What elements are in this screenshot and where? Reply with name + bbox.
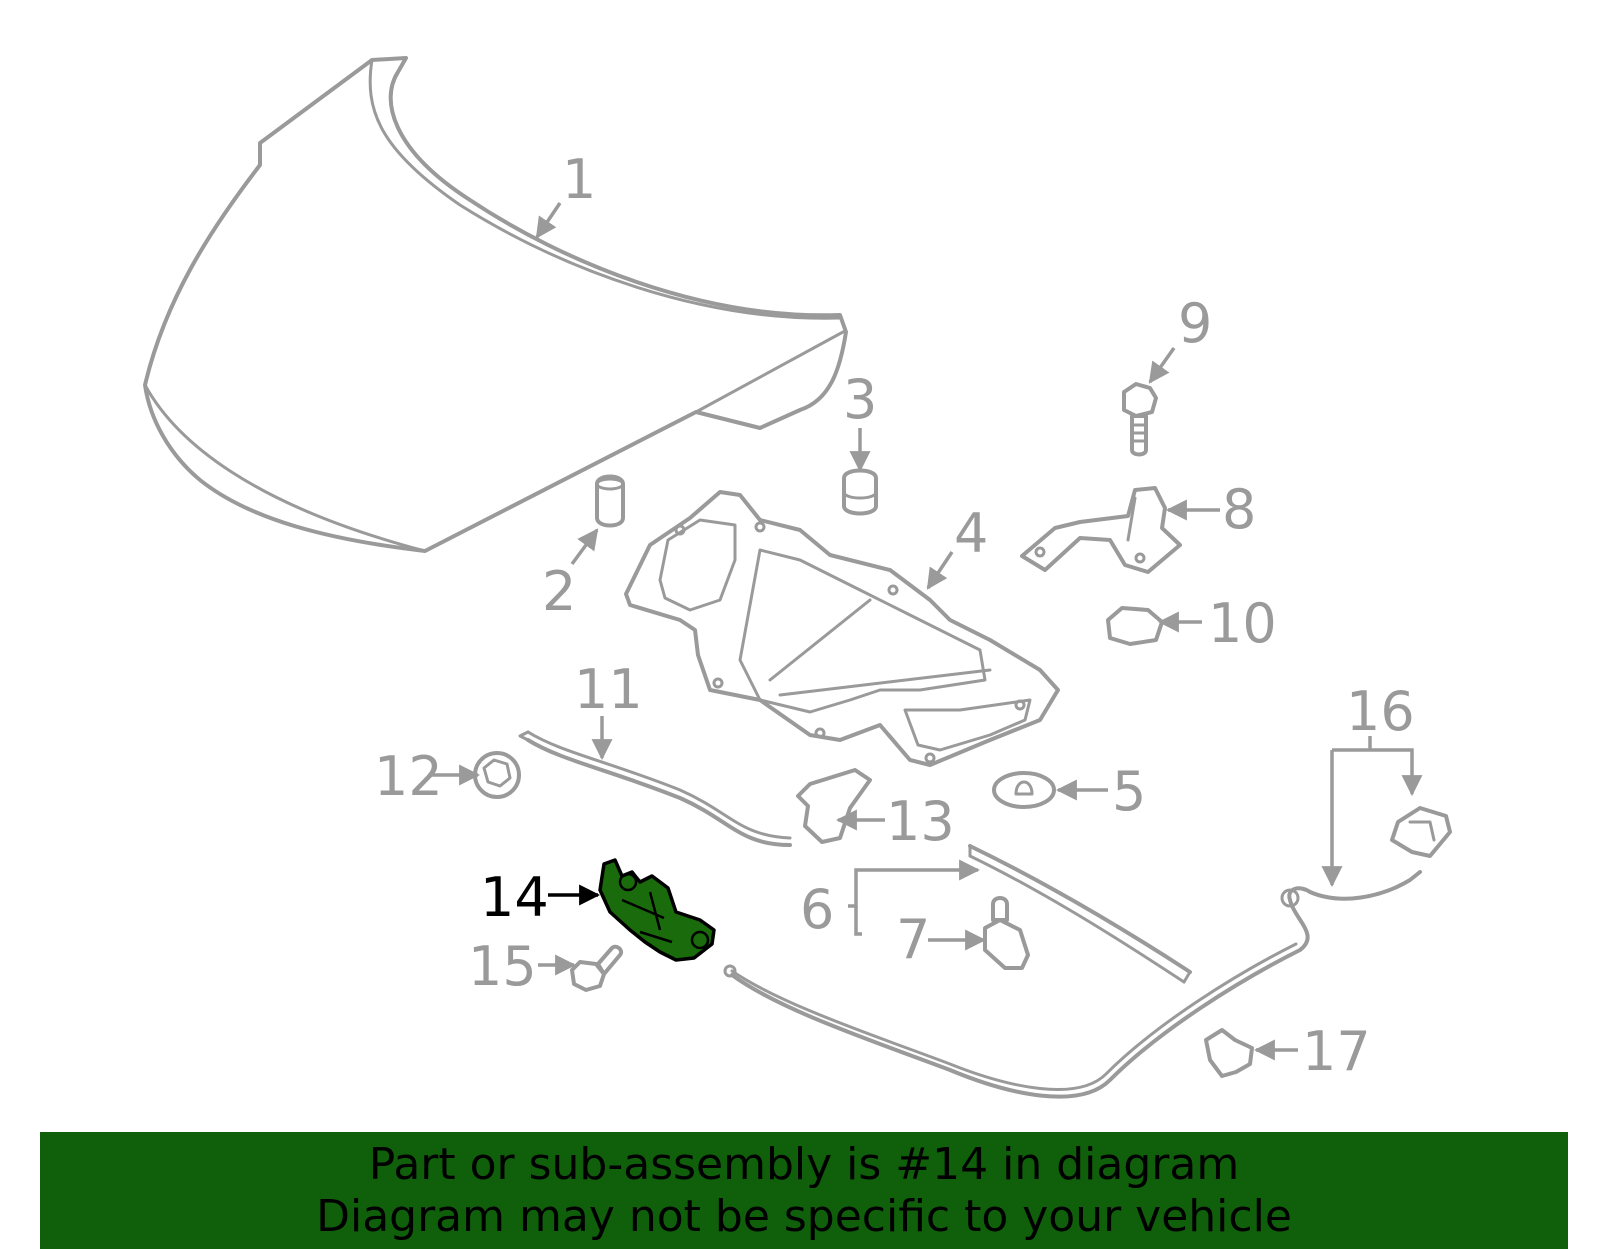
callout-1: 1	[562, 148, 596, 211]
bracket-part-8	[1020, 486, 1182, 574]
callout-9: 9	[1178, 292, 1212, 355]
banner-line-disclaimer: Diagram may not be specific to your vehi…	[316, 1190, 1292, 1242]
callout-16: 16	[1346, 680, 1415, 743]
callout-17: 17	[1302, 1020, 1371, 1083]
clip-part-7	[983, 896, 1030, 970]
callout-4: 4	[954, 502, 988, 565]
insulator-part-4	[624, 490, 1060, 767]
seal-part-6	[968, 844, 1192, 984]
callout-6: 6	[800, 878, 834, 941]
bumper-part-2	[595, 474, 625, 528]
nut-part-10	[1106, 606, 1164, 646]
bolt-part-15	[570, 944, 623, 992]
cap-part-3	[842, 468, 878, 516]
callout-10: 10	[1208, 592, 1277, 655]
callout-12: 12	[374, 745, 443, 808]
grommet-part-5	[992, 771, 1056, 809]
callout-15: 15	[468, 935, 537, 998]
holder-part-13	[796, 768, 872, 844]
hood-part-1	[143, 56, 848, 553]
nut-part-12	[473, 751, 521, 799]
leader-lines	[430, 202, 1423, 1061]
callout-8: 8	[1222, 478, 1256, 541]
release-cable-part-16	[723, 806, 1452, 1099]
info-banner: Part or sub-assembly is #14 in diagram D…	[40, 1132, 1568, 1249]
callout-3: 3	[843, 368, 877, 431]
callout-7: 7	[896, 908, 930, 971]
parts-diagram: 1 2 3 4 5 6 7 8 9 10 11 12 13 14 15 16 1…	[143, 56, 1452, 1099]
bolt-part-9	[1122, 382, 1158, 457]
hood-latch-part-14	[598, 858, 716, 962]
prop-rod-part-11	[518, 730, 792, 847]
callout-14-highlighted: 14	[480, 866, 549, 929]
banner-line-part-number: Part or sub-assembly is #14 in diagram	[368, 1138, 1240, 1190]
callout-13: 13	[886, 790, 955, 853]
clip-part-17	[1204, 1028, 1254, 1078]
callout-labels: 1 2 3 4 5 6 7 8 9 10 11 12 13 14 15 16 1…	[374, 148, 1415, 1083]
callout-2: 2	[542, 560, 576, 623]
callout-11: 11	[574, 658, 643, 721]
callout-5: 5	[1112, 760, 1146, 823]
